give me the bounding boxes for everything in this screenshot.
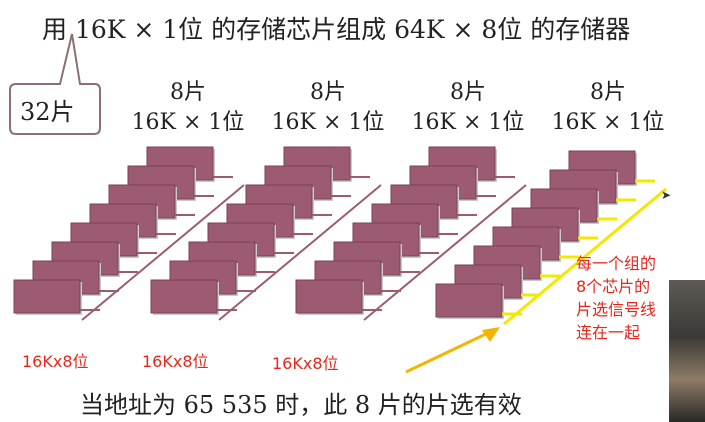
select-bus-line: [218, 184, 382, 321]
group-bottom-label-3: 16Kx8位: [272, 354, 339, 373]
callout-text: 32片: [20, 98, 75, 126]
group-label-3: 8片 16K × 1位: [408, 78, 528, 138]
arrow-head-icon: [482, 327, 500, 342]
note-line: 片选信号线: [576, 300, 657, 319]
group-count: 8片: [170, 80, 206, 105]
group-bottom-label-2: 16Kx8位: [142, 352, 209, 371]
group-label-1: 8片 16K × 1位: [128, 78, 248, 138]
select-bus-line: [503, 187, 667, 326]
select-bus-line: [81, 184, 245, 321]
arrow-line: [405, 330, 491, 374]
group-spec: 16K × 1位: [411, 110, 525, 135]
group-spec: 16K × 1位: [271, 110, 385, 135]
memory-chip: [13, 279, 81, 314]
select-bus-line: [363, 184, 527, 321]
group-label-2: 8片 16K × 1位: [268, 78, 388, 138]
mouse-cursor-icon: ➤: [661, 188, 672, 202]
group-spec: 16K × 1位: [131, 110, 245, 135]
group-bottom-label-1: 16Kx8位: [22, 352, 89, 371]
callout-bubble: [9, 33, 101, 135]
bottom-caption: 当地址为 65 535 时，此 8 片的片选有效: [80, 391, 522, 419]
group-spec: 16K × 1位: [551, 110, 665, 135]
note-line: 每一个组的: [576, 254, 657, 273]
chip-select-note: 每一个组的 8个芯片的 片选信号线 连在一起: [576, 252, 656, 344]
memory-chip: [150, 279, 218, 314]
group-label-4: 8片 16K × 1位: [548, 78, 668, 138]
page-title: 用 16K × 1位 的存储芯片组成 64K × 8位 的存储器: [42, 15, 631, 44]
presenter-photo: [669, 280, 705, 422]
note-line: 连在一起: [576, 323, 641, 342]
note-line: 8个芯片的: [576, 277, 651, 296]
group-count: 8片: [590, 80, 626, 105]
memory-chip: [435, 283, 503, 318]
group-count: 8片: [310, 80, 346, 105]
memory-chip: [295, 279, 363, 314]
group-count: 8片: [450, 80, 486, 105]
